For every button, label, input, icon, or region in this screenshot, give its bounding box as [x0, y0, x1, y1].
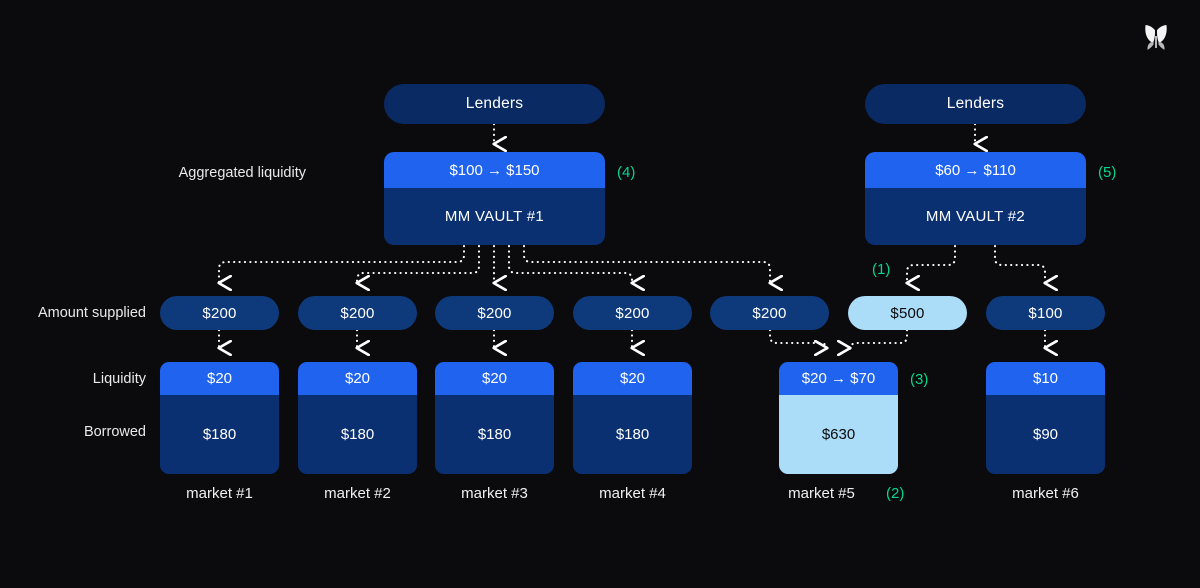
row-label-borrowed: Borrowed	[83, 424, 146, 440]
supplied-pill-3[interactable]: $200	[435, 296, 554, 330]
mm-vault-2-liquidity: $60 → $110	[865, 152, 1086, 188]
lenders-label-2: Lenders	[946, 95, 1005, 112]
supplied-value-6: $500	[890, 304, 925, 322]
mm-vault-2-name: MM VAULT #2	[865, 188, 1086, 245]
market-4-liquidity: $20	[573, 362, 692, 395]
market-5-borrowed: $630	[779, 395, 898, 474]
mm-vault-1-name-label: MM VAULT #1	[444, 208, 545, 225]
supplied-value-3: $200	[477, 304, 512, 322]
market-caption-1: market #1	[186, 485, 253, 502]
market-3-borrowed-value: $180	[477, 426, 512, 443]
supplied-pill-5[interactable]: $200	[710, 296, 829, 330]
market-caption-4: market #4	[599, 485, 666, 502]
mm-vault-2-liquidity-value: $60 → $110	[935, 161, 1016, 179]
market-5-liquidity: $20 → $70	[779, 362, 898, 395]
row-label-amount-supplied: Amount supplied	[37, 305, 146, 321]
market-box-6[interactable]: $10 $90	[986, 362, 1105, 474]
supplied-value-4: $200	[615, 304, 650, 322]
supplied-pill-4[interactable]: $200	[573, 296, 692, 330]
market-caption-3: market #3	[461, 485, 528, 502]
market-1-borrowed: $180	[160, 395, 279, 474]
step-marker-1: (1)	[872, 261, 891, 278]
market-1-liquidity: $20	[160, 362, 279, 395]
mm-vault-1[interactable]: $100 → $150 MM VAULT #1	[384, 152, 605, 245]
market-2-liquidity-value: $20	[344, 370, 371, 387]
market-box-3[interactable]: $20 $180	[435, 362, 554, 474]
mm-vault-1-name: MM VAULT #1	[384, 188, 605, 245]
market-box-2[interactable]: $20 $180	[298, 362, 417, 474]
supplied-pill-7[interactable]: $100	[986, 296, 1105, 330]
market-1-borrowed-value: $180	[202, 426, 237, 443]
market-3-liquidity: $20	[435, 362, 554, 395]
market-6-borrowed-value: $90	[1032, 426, 1059, 443]
market-caption-5: market #5	[788, 485, 855, 502]
mm-vault-1-liquidity: $100 → $150	[384, 152, 605, 188]
market-4-borrowed: $180	[573, 395, 692, 474]
mm-vault-1-liquidity-value: $100 → $150	[449, 161, 540, 179]
supplied-value-5: $200	[752, 304, 787, 322]
lenders-node-1[interactable]: Lenders	[384, 84, 605, 124]
supplied-pill-2[interactable]: $200	[298, 296, 417, 330]
market-1-liquidity-value: $20	[206, 370, 233, 387]
market-box-4[interactable]: $20 $180	[573, 362, 692, 474]
market-6-liquidity-value: $10	[1032, 370, 1059, 387]
mm-vault-2[interactable]: $60 → $110 MM VAULT #2	[865, 152, 1086, 245]
market-5-borrowed-value: $630	[821, 426, 856, 443]
lenders-label-1: Lenders	[465, 95, 524, 112]
market-box-5[interactable]: $20 → $70 $630	[779, 362, 898, 474]
row-label-aggregated-liquidity: Aggregated liquidity	[178, 165, 306, 181]
market-caption-6: market #6	[1012, 485, 1079, 502]
market-2-borrowed-value: $180	[340, 426, 375, 443]
market-5-liquidity-value: $20 → $70	[801, 370, 876, 387]
market-3-borrowed: $180	[435, 395, 554, 474]
supplied-value-7: $100	[1028, 304, 1063, 322]
market-4-borrowed-value: $180	[615, 426, 650, 443]
market-caption-2: market #2	[324, 485, 391, 502]
market-4-liquidity-value: $20	[619, 370, 646, 387]
morpho-butterfly-icon	[1140, 24, 1172, 54]
supplied-value-2: $200	[340, 304, 375, 322]
row-label-liquidity: Liquidity	[92, 371, 146, 387]
market-6-liquidity: $10	[986, 362, 1105, 395]
lenders-node-2[interactable]: Lenders	[865, 84, 1086, 124]
step-marker-5: (5)	[1098, 164, 1117, 181]
market-3-liquidity-value: $20	[481, 370, 508, 387]
market-2-liquidity: $20	[298, 362, 417, 395]
market-6-borrowed: $90	[986, 395, 1105, 474]
step-marker-3: (3)	[910, 371, 929, 388]
mm-vault-2-name-label: MM VAULT #2	[925, 208, 1026, 225]
step-marker-4: (4)	[617, 164, 636, 181]
market-box-1[interactable]: $20 $180	[160, 362, 279, 474]
supplied-pill-1[interactable]: $200	[160, 296, 279, 330]
supplied-pill-6[interactable]: $500	[848, 296, 967, 330]
supplied-value-1: $200	[202, 304, 237, 322]
market-2-borrowed: $180	[298, 395, 417, 474]
step-marker-2: (2)	[886, 485, 905, 502]
